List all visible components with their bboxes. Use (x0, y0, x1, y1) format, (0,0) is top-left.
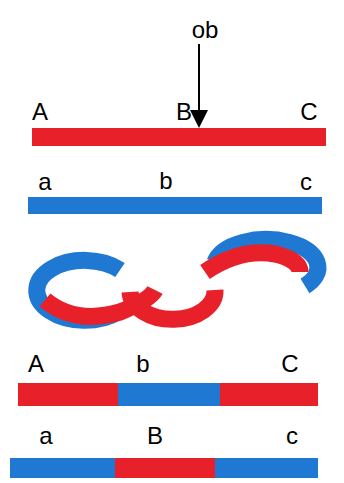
arrow-head (190, 110, 208, 128)
allele-label: A (32, 100, 48, 124)
allele-label: B (176, 100, 192, 124)
blue-segment (10, 458, 115, 478)
blue-segment (118, 383, 220, 406)
crossover-chain (37, 239, 318, 320)
allele-label: b (159, 169, 172, 193)
allele-label: B (147, 424, 163, 448)
mutation-label: ob (192, 18, 219, 42)
allele-label: c (300, 170, 312, 194)
allele-label: a (38, 170, 51, 194)
red-strand (205, 253, 300, 272)
red-segment (18, 383, 118, 406)
red-segment (115, 458, 215, 478)
red-loop (130, 290, 215, 319)
allele-label: a (39, 424, 52, 448)
blue-segment (215, 458, 318, 478)
allele-label: b (136, 352, 149, 376)
red-chromosome (32, 128, 326, 146)
allele-label: c (286, 424, 298, 448)
allele-label: A (28, 352, 44, 376)
red-segment (220, 383, 318, 406)
allele-label: C (281, 352, 298, 376)
leader-line (198, 44, 200, 112)
blue-chromosome (28, 197, 322, 214)
allele-label: C (300, 100, 317, 124)
